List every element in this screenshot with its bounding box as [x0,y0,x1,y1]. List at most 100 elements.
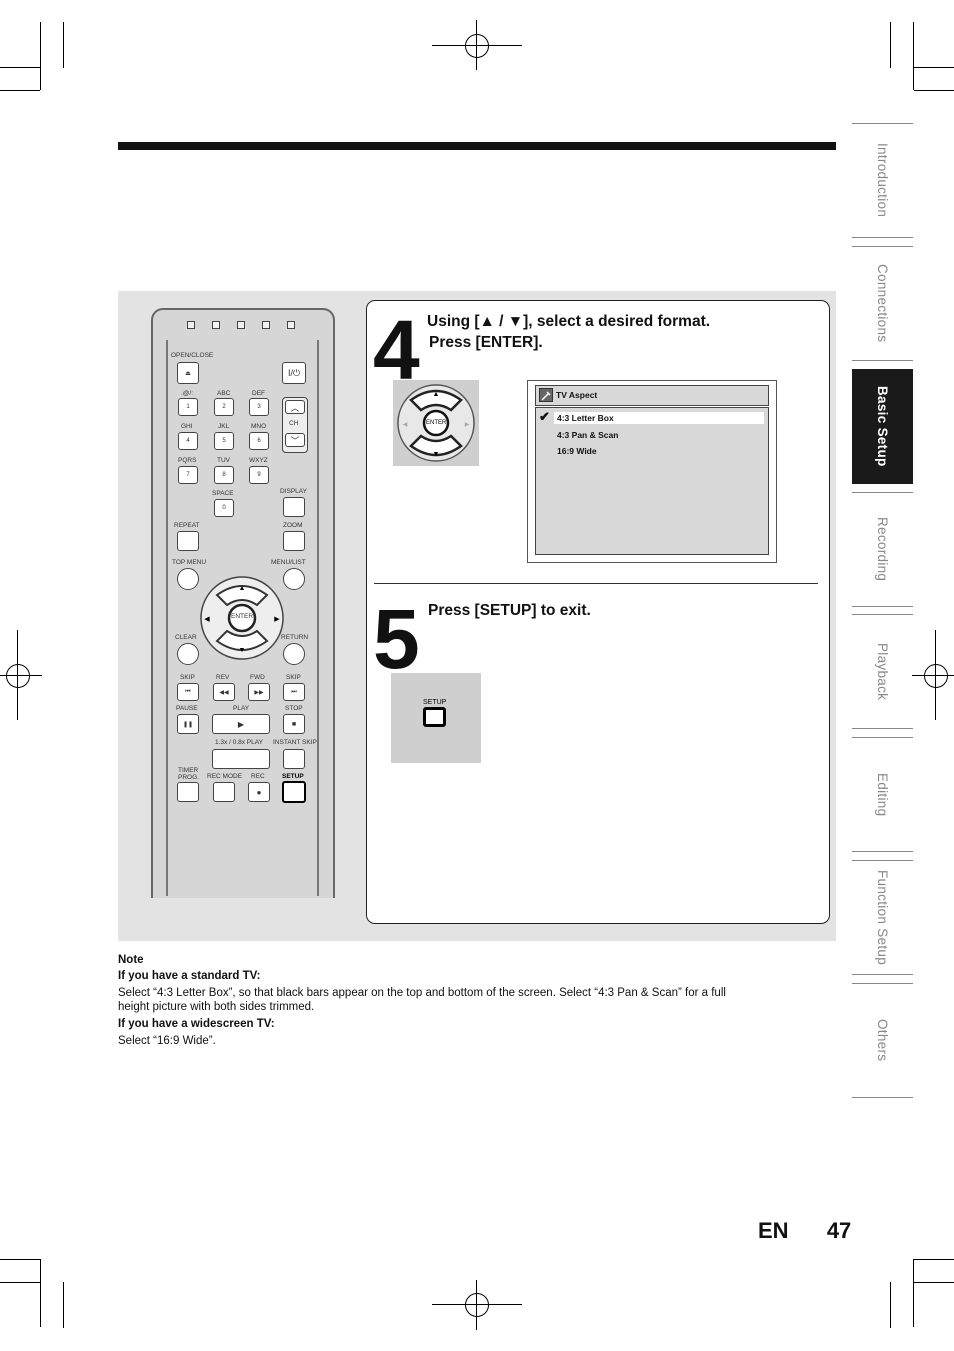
registration-mark [935,630,936,720]
menu-list-button[interactable] [283,568,305,590]
tab-playback[interactable]: Playback [852,614,913,729]
key-8-letters: TUV [217,457,230,464]
language-code: EN [758,1218,789,1243]
skip-forward-button[interactable]: ⏭ [283,683,305,701]
key-2-button[interactable]: 2 [214,398,234,416]
stop-button[interactable]: ■ [283,714,305,734]
svg-text:▲: ▲ [239,585,246,592]
page-footer: EN 47 [758,1218,851,1244]
registration-mark [476,20,477,70]
timer-prog-label: TIMER PROG. [178,767,199,781]
registration-mark [465,34,489,58]
key-4-letters: GHI [181,423,193,430]
indicator-led [237,321,245,329]
eject-button[interactable]: ⏏ [177,362,199,384]
tab-editing[interactable]: Editing [852,737,913,852]
svg-text:▼: ▼ [433,451,440,458]
indicator-led [262,321,270,329]
registration-mark [912,675,954,676]
key-1-button[interactable]: 1 [178,398,198,416]
timer-prog-button[interactable] [177,782,199,802]
key-6-button[interactable]: 6 [249,432,269,450]
key-9-button[interactable]: 9 [249,466,269,484]
return-button[interactable] [283,643,305,665]
fwd-button[interactable]: ▶▶ [248,683,270,701]
crop-mark [914,90,954,91]
power-button[interactable]: I/⏻ [282,362,306,384]
key-3-button[interactable]: 3 [249,398,269,416]
channel-down-button[interactable]: ﹀ [285,433,305,447]
step-divider [374,583,818,584]
instant-skip-button[interactable] [283,749,305,769]
pause-button[interactable]: ❚❚ [177,714,199,734]
registration-mark [465,1293,489,1317]
registration-mark [17,630,18,720]
menu-options-list [535,407,769,555]
tab-connections[interactable]: Connections [852,246,913,361]
key-4-button[interactable]: 4 [178,432,198,450]
indicator-led [287,321,295,329]
crop-mark [890,22,891,68]
crop-mark [40,22,41,90]
tab-others[interactable]: Others [852,983,913,1098]
crop-mark [40,1259,41,1327]
tab-function-setup[interactable]: Function Setup [852,860,913,975]
key-2-letters: ABC [217,390,231,397]
crop-mark [914,1259,954,1260]
menu-option-pan-scan[interactable]: 4:3 Pan & Scan [557,430,619,440]
clear-button[interactable] [177,643,199,665]
crop-mark [0,90,40,91]
remote-dpad: ▲ ▼ ◀ ▶ [200,576,284,660]
rec-button[interactable]: ● [248,782,270,802]
key-7-button[interactable]: 7 [178,466,198,484]
zoom-button[interactable] [283,531,305,551]
checkmark-icon: ✔ [539,409,550,424]
setup-button[interactable] [282,781,306,803]
key-7-letters: PQRS [178,457,197,464]
space-label: SPACE [212,490,234,497]
rev-button[interactable]: ◀◀ [213,683,235,701]
svg-text:◀: ◀ [403,422,408,428]
menu-title: TV Aspect [556,390,598,400]
tab-introduction[interactable]: Introduction [852,123,913,238]
dpad-illustration-graphic: ▲ ▼ ◀ ▶ [397,384,475,462]
step-5-number: 5 [373,592,420,686]
channel-label: CH [289,420,299,427]
top-menu-button[interactable] [177,568,199,590]
top-menu-label: TOP MENU [172,559,207,566]
menu-option-wide[interactable]: 16:9 Wide [557,446,597,456]
return-label: RETURN [281,634,309,641]
menu-title-bar [535,385,769,406]
skip-back-label: SKIP [180,674,195,681]
remote-enter-label: ENTER [231,613,254,620]
play-button[interactable]: ▶ [212,714,270,734]
step-4-instruction-line1: Using [▲ / ▼], select a desired format. [427,313,711,330]
step-5-instruction: Press [SETUP] to exit. [428,602,591,619]
setup-button-graphic [423,707,446,727]
tab-basic-setup[interactable]: Basic Setup [852,369,913,484]
repeat-button[interactable] [177,531,199,551]
note-standard-tv-body: Select “4:3 Letter Box”, so that black b… [118,987,726,999]
tab-recording[interactable]: Recording [852,492,913,607]
display-button[interactable] [283,497,305,517]
registration-mark [6,664,30,688]
rec-label: REC [251,773,265,780]
rev-label: REV [216,674,230,681]
key-8-button[interactable]: 8 [214,466,234,484]
channel-up-button[interactable]: ︿ [285,400,305,414]
key-0-button[interactable]: 0 [214,499,234,517]
key-6-letters: MNO [251,423,267,430]
note-standard-tv-heading: If you have a standard TV: [118,970,261,982]
remote-body [166,340,319,896]
registration-mark [0,675,42,676]
step-4-number: 4 [373,303,420,397]
menu-option-letter-box[interactable]: 4:3 Letter Box [557,413,614,423]
rec-mode-button[interactable] [213,782,235,802]
header-rule [118,142,836,150]
speed-play-button[interactable] [212,749,270,769]
crop-mark [913,1259,914,1327]
svg-text:◀: ◀ [204,616,210,623]
crop-mark [63,22,64,68]
key-5-button[interactable]: 5 [214,432,234,450]
skip-back-button[interactable]: ⏮ [177,683,199,701]
